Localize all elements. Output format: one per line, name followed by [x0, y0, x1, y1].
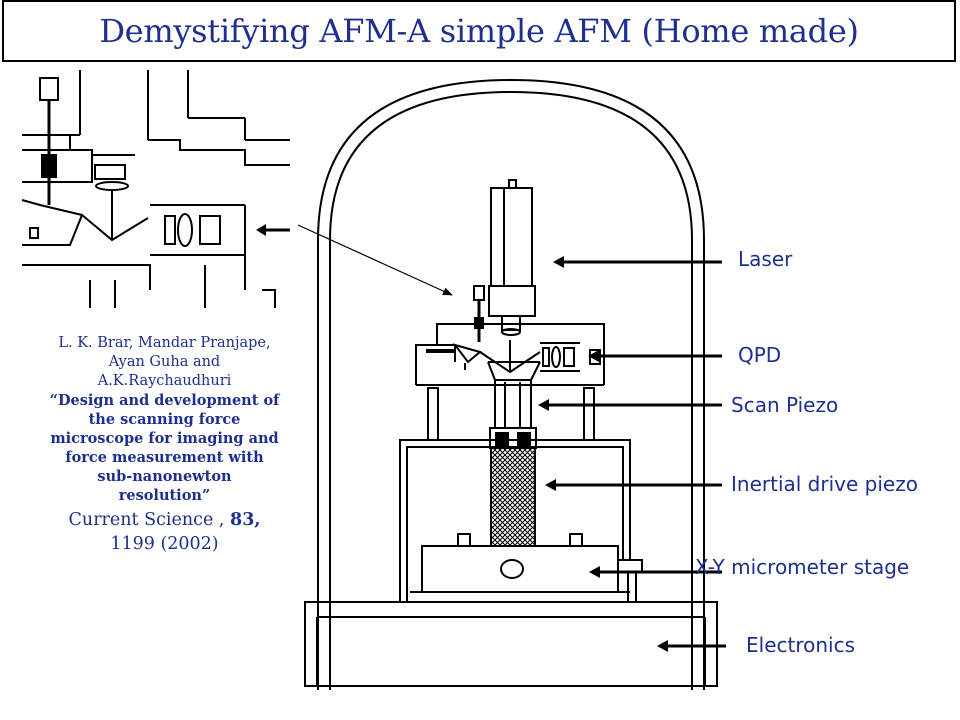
title-box: Demystifying AFM-A simple AFM (Home made…	[2, 0, 956, 62]
ref-pages-year: 1199 (2002)	[110, 534, 219, 554]
ref-authors-line1: L. K. Brar, Mandar Pranjape,	[58, 335, 271, 351]
zoom-inset	[21, 70, 290, 308]
label-electronics: Electronics	[746, 633, 856, 657]
reference-block: L. K. Brar, Mandar Pranjape, Ayan Guha a…	[22, 334, 307, 556]
ref-volume: 83,	[230, 510, 261, 530]
label-qpd: QPD	[738, 343, 782, 367]
ref-paper-title-line: microscope for imaging and	[50, 430, 279, 447]
ref-journal-prefix: Current Science ,	[68, 510, 231, 530]
label-scan-piezo: Scan Piezo	[731, 393, 839, 417]
ref-paper-title-line: “Design and development of	[49, 392, 280, 409]
laser-tube	[488, 179, 536, 336]
ref-authors-line3: A.K.Raychaudhuri	[97, 373, 232, 389]
ref-paper-title-line: the scanning force	[88, 411, 241, 428]
label-arrows	[538, 256, 726, 652]
scan-piezo	[489, 379, 537, 449]
ref-paper-title-line: force measurement with	[65, 449, 264, 466]
bell-jar	[317, 78, 705, 690]
label-inertial-drive-piezo: Inertial drive piezo	[731, 472, 918, 496]
label-laser: Laser	[738, 247, 793, 271]
inertial-piezo	[490, 447, 536, 547]
inset-pointer-line	[297, 224, 453, 296]
label-xy-micrometer-stage: X-Y micrometer stage	[695, 555, 910, 579]
base-box	[304, 601, 718, 687]
ref-journal: Current Science , 83,	[22, 508, 307, 532]
ref-paper-title-line: resolution”	[118, 487, 211, 504]
ref-authors-line2: Ayan Guha and	[108, 354, 221, 370]
page-title: Demystifying AFM-A simple AFM (Home made…	[99, 12, 859, 50]
ref-paper-title-line: sub-nanonewton	[97, 468, 232, 485]
